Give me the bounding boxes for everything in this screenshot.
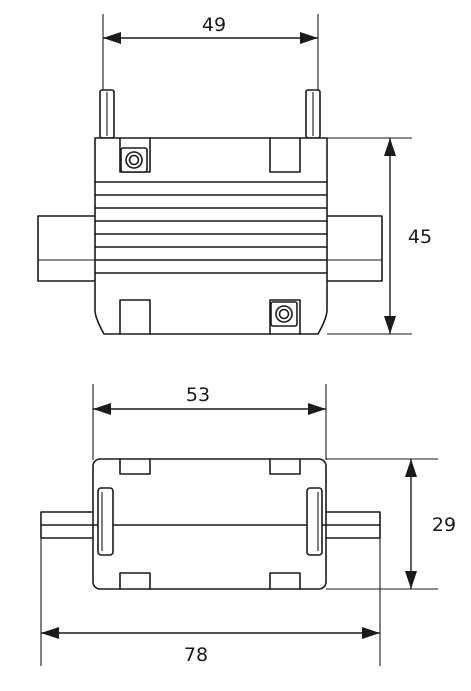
- notch-bottom-left: [119, 299, 151, 335]
- side-notch-tr: [269, 458, 301, 475]
- dimension-49: [103, 32, 318, 44]
- side-body: [92, 458, 327, 590]
- side-notch-bl: [119, 572, 151, 590]
- side-notch-tl: [119, 458, 151, 475]
- dimension-label-78: 78: [184, 644, 208, 666]
- dimension-53: [93, 403, 326, 415]
- side-notch-br: [269, 572, 301, 590]
- latch-right: [306, 487, 323, 556]
- dimension-label-53: 53: [186, 384, 210, 406]
- notch-top-right: [269, 137, 301, 173]
- dimension-label-45: 45: [408, 226, 432, 248]
- notch-bottom-right: [269, 299, 301, 335]
- dimension-label-29: 29: [432, 514, 456, 536]
- screw-bottom-right: [270, 301, 298, 327]
- body-ribs: [94, 181, 328, 274]
- connector-body: [94, 137, 328, 335]
- screw-top-left: [120, 147, 148, 173]
- dimension-78: [41, 627, 380, 639]
- dimension-45: [384, 138, 396, 334]
- side-view: 53 29 78: [40, 384, 456, 666]
- dimension-label-49: 49: [202, 14, 226, 36]
- dimension-29: [405, 459, 417, 589]
- latch-left: [97, 487, 114, 556]
- top-view: 49 45: [37, 14, 432, 335]
